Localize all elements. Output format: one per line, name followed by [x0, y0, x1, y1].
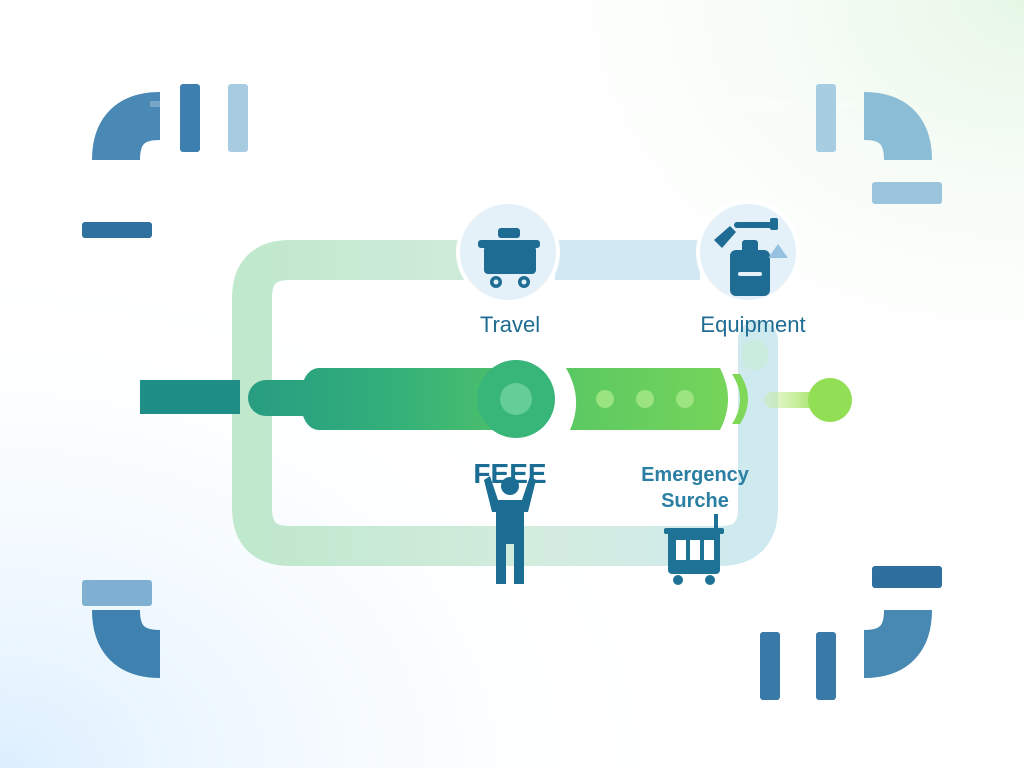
flow-bar [140, 340, 852, 438]
travel-node [456, 200, 560, 304]
tools-case-icon [714, 218, 788, 296]
outer-pipe-frame [92, 92, 932, 678]
travel-label: Travel [479, 312, 541, 337]
emergency-label: Emergency Surche [612, 462, 778, 514]
equipment-label: Equipment [700, 312, 806, 337]
emergency-label-line2: Surche [661, 490, 729, 512]
cart-icon [664, 514, 724, 585]
inner-loop [232, 240, 778, 566]
mine-cart-icon [478, 228, 540, 288]
equipment-node [696, 200, 800, 304]
fee-label: FEEE [473, 458, 547, 489]
pipe-couplings [82, 84, 942, 700]
person-icon [484, 476, 536, 584]
emergency-label-line1: Emergency [641, 464, 749, 486]
